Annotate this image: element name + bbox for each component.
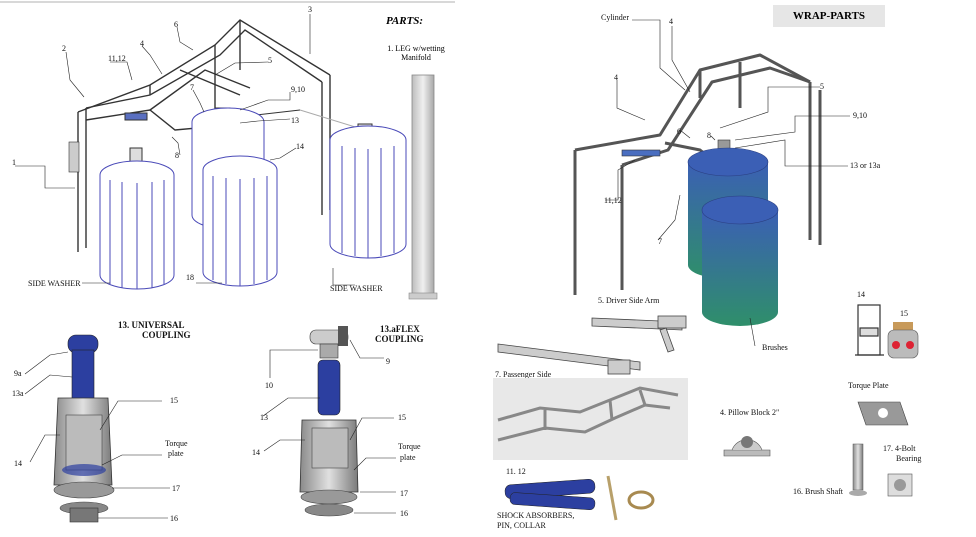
passenger-side-photo <box>493 378 688 460</box>
shock-absorbers-drawing <box>504 475 655 521</box>
flex-9: 9 <box>386 357 390 366</box>
flex-leaders <box>262 339 396 514</box>
callout-2: 2 <box>62 44 66 53</box>
washer-drum-front <box>202 155 278 287</box>
flex-torque-2: plate <box>400 453 416 462</box>
callout-5: 5 <box>268 56 272 65</box>
wrap-callout-11-12: 11,12 <box>604 196 622 205</box>
flex-15: 15 <box>398 413 406 422</box>
wrap-callout-cylinder: Cylinder <box>601 13 629 22</box>
callout-8: 8 <box>175 151 179 160</box>
universal-leaders <box>24 351 170 519</box>
flex-17: 17 <box>400 489 408 498</box>
wrap-callout-brushes: Brushes <box>762 343 788 352</box>
part-15-drawing <box>887 322 919 359</box>
left-leader-lines <box>15 14 355 286</box>
washer-drum-left <box>99 160 175 290</box>
leg-label: 1. LEG w/wetting Manifold <box>387 44 445 62</box>
four-bolt-bearing-drawing <box>887 473 913 497</box>
wrap-leader-lines <box>605 19 850 347</box>
part-14-label: 14 <box>857 290 865 299</box>
callout-13: 13 <box>291 116 299 125</box>
parts-heading: PARTS: <box>386 15 424 27</box>
driver-side-arm-drawing <box>591 315 687 353</box>
callout-11-12: 11,12 <box>108 54 126 63</box>
passenger-side-label: 7. Passenger Side <box>495 370 552 379</box>
washer-drum-right <box>329 125 407 259</box>
passenger-side-bar-drawing <box>497 343 641 375</box>
callout-3: 3 <box>308 5 312 14</box>
flex-16: 16 <box>400 509 408 518</box>
wrap-callout-4a: 4 <box>669 17 673 26</box>
callout-7: 7 <box>190 83 194 92</box>
shock-label-1: 11. 12 <box>506 467 526 476</box>
part-15-label: 15 <box>900 309 908 318</box>
part-14-drawing <box>855 304 884 356</box>
universal-torque-1: Torque <box>165 439 188 448</box>
universal-title-2: COUPLING <box>142 330 191 340</box>
torque-plate-drawing <box>857 401 909 426</box>
universal-9a: 9a <box>14 369 22 378</box>
flex-title-1: 13.aFLEX <box>380 324 420 334</box>
wrap-callout-9-10: 9,10 <box>853 111 867 120</box>
four-bolt-label-1: 17. 4-Bolt <box>883 444 916 453</box>
torque-plate-label: Torque Plate <box>848 381 889 390</box>
callout-18: 18 <box>186 273 194 282</box>
wrap-parts-heading: WRAP-PARTS <box>773 5 885 27</box>
brush-shaft-drawing <box>849 443 867 496</box>
universal-13a: 13a <box>12 389 24 398</box>
flex-title-2: COUPLING <box>375 334 424 344</box>
driver-side-arm-label: 5. Driver Side Arm <box>598 296 660 305</box>
callout-9-10: 9,10 <box>291 85 305 94</box>
callout-14: 14 <box>296 142 304 151</box>
callout-4: 4 <box>140 39 144 48</box>
wrap-callout-5: 5 <box>820 82 824 91</box>
flex-torque-1: Torque <box>398 442 421 451</box>
universal-17: 17 <box>172 484 180 493</box>
manifold-block <box>68 141 80 173</box>
side-washer-label-right: SIDE WASHER <box>330 284 383 293</box>
wrap-callout-6: 6 <box>677 127 681 136</box>
flex-coupling-drawing <box>299 326 359 517</box>
four-bolt-label-2: Bearing <box>896 454 921 463</box>
side-washer-label-left: SIDE WASHER <box>28 279 81 288</box>
shock-label-3: PIN, COLLAR <box>497 521 547 530</box>
universal-15: 15 <box>170 396 178 405</box>
universal-16: 16 <box>170 514 178 523</box>
universal-14: 14 <box>14 459 22 468</box>
universal-title-1: 13. UNIVERSAL <box>118 320 185 330</box>
wrap-brush-front <box>701 195 779 326</box>
flex-13: 13 <box>260 413 268 422</box>
callout-1: 1 <box>12 158 16 167</box>
wrap-callout-8: 8 <box>707 131 711 140</box>
brush-shaft-label: 16. Brush Shaft <box>793 487 844 496</box>
shock-label-2: SHOCK ABSORBERS, <box>497 511 574 520</box>
pillow-block-label: 4. Pillow Block 2" <box>720 408 779 417</box>
universal-torque-2: plate <box>168 449 184 458</box>
callout-6: 6 <box>174 20 178 29</box>
flex-10: 10 <box>265 381 273 390</box>
leg-part <box>408 74 438 300</box>
pillow-block-drawing <box>723 436 771 457</box>
wrap-frame <box>573 53 822 295</box>
wrap-callout-4b: 4 <box>614 73 618 82</box>
wrap-callout-13: 13 or 13a <box>850 161 881 170</box>
universal-coupling-drawing <box>53 334 115 523</box>
wrap-callout-7: 7 <box>658 237 662 246</box>
flex-14: 14 <box>252 448 260 457</box>
